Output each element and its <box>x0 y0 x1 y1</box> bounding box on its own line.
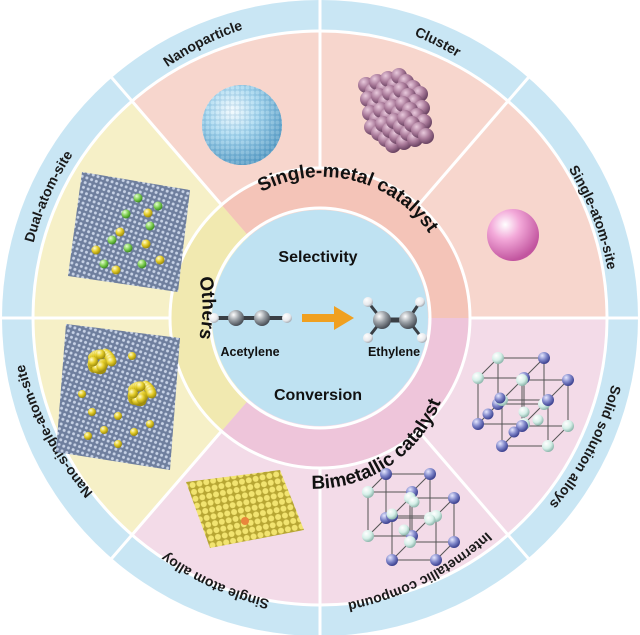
nanoparticle-atom <box>106 356 117 367</box>
ethylene-molecule <box>363 297 427 343</box>
yellow-atom <box>155 255 165 265</box>
band-single-metal <box>221 168 470 318</box>
solid-solution-alloys-illustration <box>472 352 574 452</box>
nanoparticle-illustration <box>202 85 282 165</box>
alloy-atom <box>542 394 554 406</box>
green-atom <box>145 221 155 231</box>
label-selectivity: Selectivity <box>278 249 357 266</box>
single-atom <box>114 412 122 420</box>
nanoparticle-atom <box>146 388 157 399</box>
nanoparticle-atom <box>87 356 98 367</box>
alloy-atom <box>538 352 550 364</box>
alloy-atom <box>516 420 528 432</box>
single-atom-sphere-illustration <box>487 209 539 261</box>
yellow-atom <box>115 227 125 237</box>
nanoparticle-atom <box>135 381 146 392</box>
yellow-atom <box>143 208 153 218</box>
lattice-atom <box>362 530 374 542</box>
single-atom <box>114 440 122 448</box>
lattice-atom <box>448 536 460 548</box>
single-atom <box>146 420 154 428</box>
nanoparticle-atom <box>127 388 138 399</box>
band-bimetallic <box>221 318 470 468</box>
green-atom <box>107 235 117 245</box>
lattice-atom <box>386 554 398 566</box>
nano-single-atom-site-illustration <box>56 324 180 470</box>
lattice-atom <box>424 468 436 480</box>
alloy-atom <box>492 352 504 364</box>
alloy-atom <box>562 420 574 432</box>
alloy-atom <box>532 414 544 426</box>
single-atom <box>128 352 136 360</box>
label-others: Others <box>194 275 218 342</box>
single-atom <box>88 408 96 416</box>
cluster-atom <box>418 128 434 144</box>
alloy-atom <box>482 408 494 420</box>
alloy-atom <box>472 418 484 430</box>
nanoparticle-atom <box>95 349 106 360</box>
nanoparticle-atom <box>136 393 147 404</box>
reaction-arrow <box>302 306 354 330</box>
single-atom <box>130 428 138 436</box>
lattice-atom <box>386 508 398 520</box>
single-atom <box>100 426 108 434</box>
yellow-atom <box>111 265 121 275</box>
alloy-atom <box>472 372 484 384</box>
cluster-illustration <box>358 68 434 153</box>
alloy-atom <box>494 392 506 404</box>
alloy-atom <box>542 440 554 452</box>
label-acetylene: Acetylene <box>220 345 279 359</box>
lattice-atom <box>424 514 436 526</box>
alloy-atom <box>508 426 520 438</box>
green-atom <box>133 193 143 203</box>
acetylene-molecule <box>209 310 292 326</box>
yellow-atom <box>91 245 101 255</box>
dual-atom-site-illustration <box>68 172 190 292</box>
single-atom <box>84 432 92 440</box>
alloy-atom <box>516 374 528 386</box>
green-atom <box>153 201 163 211</box>
yellow-atom <box>141 239 151 249</box>
green-atom <box>137 259 147 269</box>
lattice-atom <box>380 468 392 480</box>
single-atom-alloy-illustration <box>186 470 304 548</box>
alloy-atom <box>518 406 530 418</box>
single-atom <box>78 390 86 398</box>
green-atom <box>123 243 133 253</box>
alloy-atom <box>496 440 508 452</box>
lattice-atom <box>430 554 442 566</box>
lattice-atom <box>448 492 460 504</box>
lattice-atom <box>398 524 410 536</box>
label-ethylene: Ethylene <box>368 345 420 359</box>
lattice-atom <box>408 496 420 508</box>
alloy-atom <box>562 374 574 386</box>
green-atom <box>121 209 131 219</box>
green-atom <box>99 259 109 269</box>
label-conversion: Conversion <box>274 387 362 404</box>
lattice-atom <box>362 486 374 498</box>
lattice-atom <box>404 536 416 548</box>
nanoparticle-atom <box>96 361 107 372</box>
